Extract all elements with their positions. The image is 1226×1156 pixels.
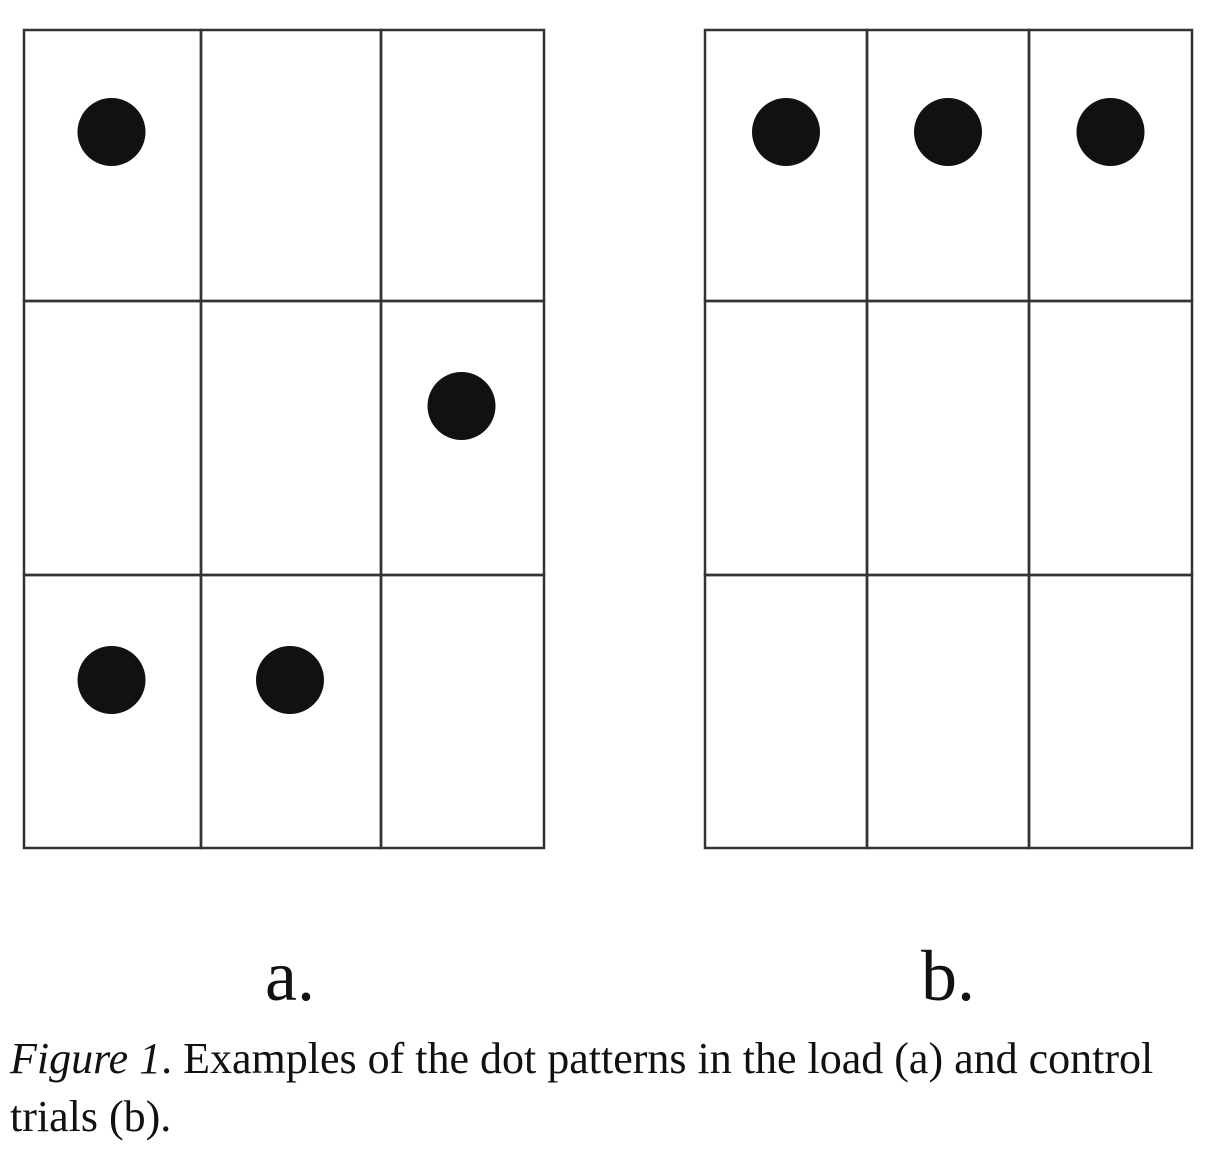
dot (77, 98, 146, 166)
dot-pattern-figure (22, 28, 1194, 850)
grid-cell (703, 573, 869, 850)
caption-text: . Examples of the dot patterns in the lo… (10, 1034, 1154, 1141)
dot (77, 646, 146, 714)
panel-label-b: b. (921, 936, 975, 1016)
figure-caption: Figure 1. Examples of the dot patterns i… (10, 1030, 1220, 1146)
grid-cell (199, 28, 383, 303)
grid-cell (379, 28, 546, 303)
grid-cell (199, 299, 383, 577)
grid-panel-a (22, 28, 546, 850)
grid-cell (1027, 299, 1194, 577)
grid-cell (865, 573, 1031, 850)
grid-cell (379, 573, 546, 850)
grid-panel-b (703, 28, 1194, 850)
grid-cell (22, 299, 203, 577)
caption-label: Figure 1 (10, 1034, 162, 1083)
dot (752, 98, 820, 166)
dot (256, 646, 324, 714)
dot (1076, 98, 1145, 166)
grid-cell (865, 299, 1031, 577)
dot (914, 98, 982, 166)
grid-cell (703, 299, 869, 577)
panel-label-a: a. (265, 936, 315, 1016)
dot (427, 372, 496, 440)
grid-cell (1027, 573, 1194, 850)
